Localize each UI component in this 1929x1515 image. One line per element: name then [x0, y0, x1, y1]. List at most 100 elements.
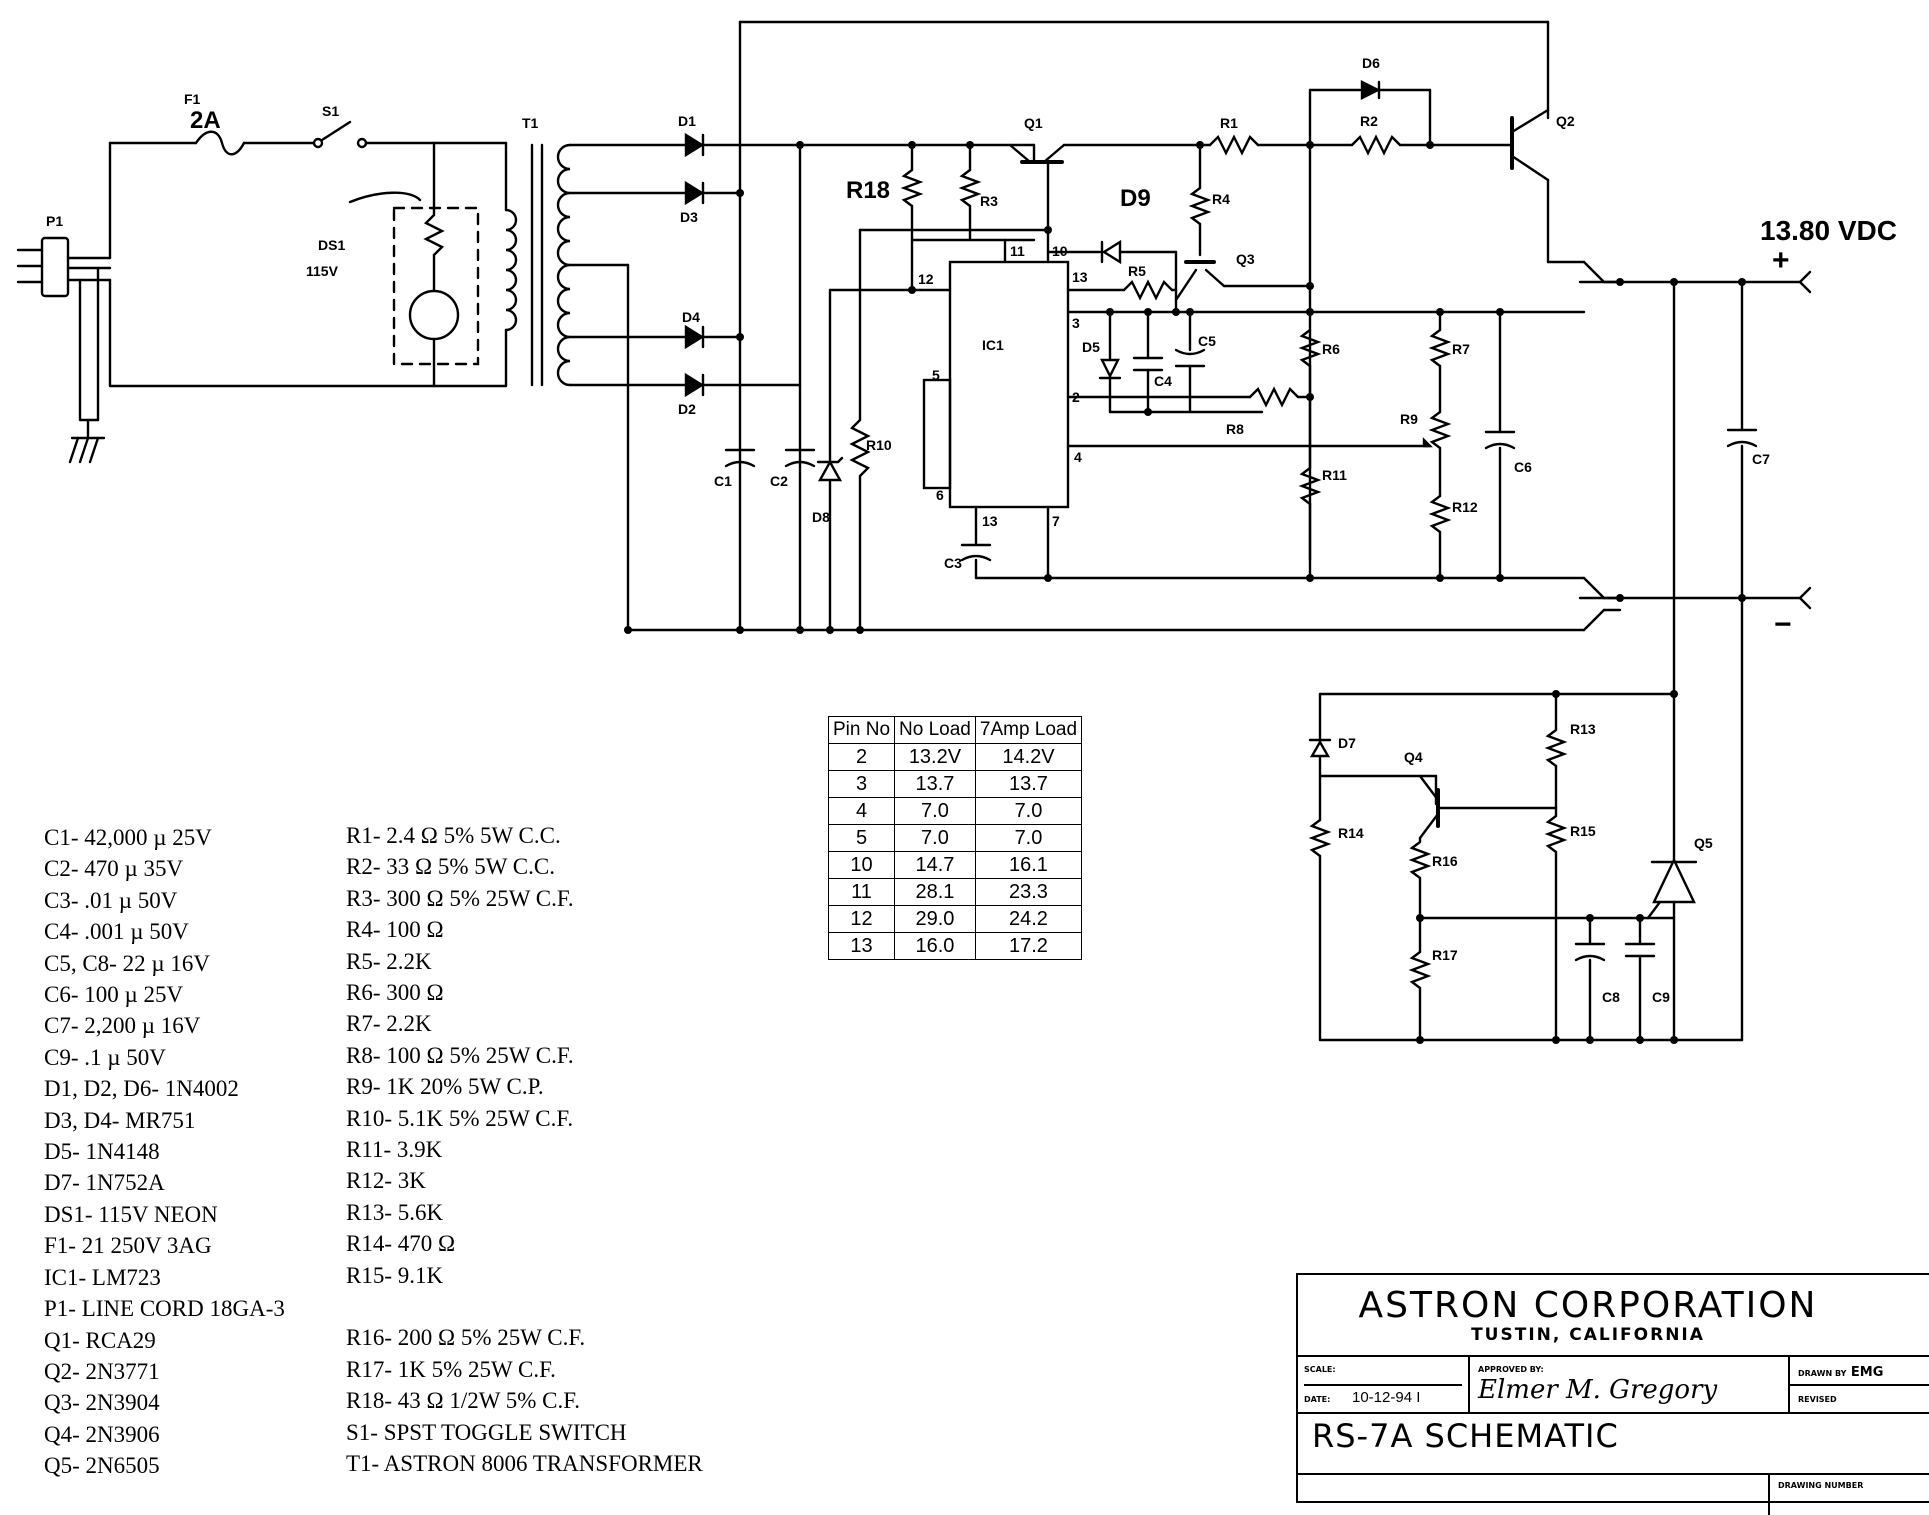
label-d3: D3: [680, 209, 698, 225]
label-c5: C5: [1198, 333, 1216, 349]
ic1-pin6: 6: [936, 487, 944, 503]
date-label: DATE:: [1304, 1395, 1331, 1404]
drawing-title: RS-7A SCHEMATIC: [1312, 1417, 1619, 1455]
label-q4: Q4: [1404, 749, 1423, 765]
label-r10: R10: [866, 437, 892, 453]
company-location: TUSTIN, CALIFORNIA: [1471, 1325, 1705, 1345]
company-name: ASTRON CORPORATION: [1358, 1285, 1818, 1326]
label-t1: T1: [522, 115, 539, 131]
label-d4: D4: [682, 309, 700, 325]
part-entry: D3, D4- MR751: [44, 1107, 196, 1133]
part-entry: R11- 3.9K: [346, 1137, 443, 1163]
part-entry: DS1- 115V NEON: [44, 1201, 218, 1227]
part-entry: R14- 470 Ω: [346, 1231, 456, 1257]
label-c2: C2: [770, 473, 788, 489]
part-entry: D5- 1N4148: [44, 1139, 160, 1165]
part-entry: Q4- 2N3906: [44, 1421, 160, 1447]
part-entry: R8- 100 Ω 5% 25W C.F.: [346, 1042, 574, 1068]
part-entry: C5, C8- 22 µ 16V: [44, 950, 210, 976]
ground-symbol: [68, 418, 106, 464]
table-cell: 12: [827, 905, 896, 933]
label-c8: C8: [1602, 989, 1620, 1005]
fuse-symbol: [194, 130, 246, 156]
part-entry: P1- LINE CORD 18GA-3: [44, 1296, 285, 1322]
neon-bracket: [348, 191, 422, 204]
table-cell: 13.7: [894, 770, 976, 798]
parts-list-right: R1- 2.4 Ω 5% 5W C.C. R2- 33 Ω 5% 5W C.C. R…: [346, 820, 703, 1480]
ic1-pin7: 7: [1052, 513, 1060, 529]
table-cell: 14.2V: [974, 743, 1083, 771]
part-entry: IC1- LM723: [44, 1264, 161, 1290]
label-r1: R1: [1220, 115, 1238, 131]
transformer-secondary: [556, 143, 572, 387]
label-c1: C1: [714, 473, 732, 489]
parts-list-left: C1- 42,000 µ 25V C2- 470 µ 35V C3- .01 µ 5…: [44, 822, 285, 1482]
part-entry: R2- 33 Ω 5% 5W C.C.: [346, 854, 555, 880]
label-ds1-voltage: 115V: [306, 263, 339, 279]
label-c9: C9: [1652, 989, 1670, 1005]
table-cell: 10: [827, 851, 896, 879]
diode-d2: [684, 372, 705, 398]
part-entry: R9- 1K 20% 5W C.P.: [346, 1074, 544, 1100]
part-entry: C7- 2,200 µ 16V: [44, 1013, 201, 1039]
part-entry: Q5- 2N6505: [44, 1453, 160, 1479]
label-q1: Q1: [1024, 115, 1043, 131]
label-r7: R7: [1452, 341, 1470, 357]
label-r13: R13: [1570, 721, 1596, 737]
part-entry: C1- 42,000 µ 25V: [44, 825, 212, 850]
label-r12: R12: [1452, 499, 1478, 515]
table-cell: 14.7: [894, 851, 976, 879]
diode-d1: [684, 132, 705, 158]
label-r5: R5: [1128, 263, 1146, 279]
label-c6: C6: [1514, 459, 1532, 475]
scr-q5: [1652, 857, 1696, 904]
part-entry: Q1- RCA29: [44, 1327, 156, 1353]
label-d6: D6: [1362, 55, 1380, 71]
label-r2: R2: [1360, 113, 1378, 129]
part-entry: D1, D2, D6- 1N4002: [44, 1076, 239, 1102]
label-q2: Q2: [1556, 113, 1575, 129]
part-entry: R1- 2.4 Ω 5% 5W C.C.: [346, 823, 561, 848]
part-entry: R4- 100 Ω: [346, 917, 444, 943]
label-p1: P1: [46, 213, 63, 229]
table-cell: 16.1: [974, 851, 1083, 879]
table-cell: 11: [827, 878, 896, 906]
part-entry: C2- 470 µ 35V: [44, 856, 184, 882]
part-entry: R3- 300 Ω 5% 25W C.F.: [346, 885, 574, 911]
label-r9: R9: [1400, 411, 1418, 427]
part-entry: C3- .01 µ 50V: [44, 887, 178, 913]
part-entry: R17- 1K 5% 25W C.F.: [346, 1356, 556, 1382]
diode-d4: [684, 324, 705, 350]
table-header: No Load: [894, 716, 976, 744]
ic1-pin12: 12: [918, 271, 934, 287]
ic1-pin13b: 13: [982, 513, 998, 529]
table-cell: 17.2: [974, 932, 1083, 960]
output-plus-sign: +: [1772, 244, 1790, 277]
part-entry: Q3- 2N3904: [44, 1390, 160, 1416]
drawing-number-label: DRAWING NUMBER: [1778, 1481, 1864, 1490]
scale-label: SCALE:: [1304, 1365, 1336, 1374]
part-entry: R7- 2.2K: [346, 1011, 432, 1037]
label-r17: R17: [1432, 947, 1458, 963]
label-q5: Q5: [1694, 835, 1713, 851]
label-r11: R11: [1322, 467, 1347, 483]
part-entry: C6- 100 µ 25V: [44, 982, 184, 1008]
table-cell: 13.2V: [894, 743, 976, 771]
part-entry: R10- 5.1K 5% 25W C.F.: [346, 1105, 574, 1131]
table-cell: 5: [827, 824, 896, 852]
label-r8: R8: [1226, 421, 1244, 437]
label-ic1: IC1: [982, 337, 1004, 353]
revised-label: REVISED: [1798, 1395, 1837, 1404]
part-entry: T1- ASTRON 8006 TRANSFORMER: [346, 1451, 703, 1477]
label-r4: R4: [1212, 191, 1230, 207]
label-c3: C3: [944, 555, 962, 571]
table-cell: 7.0: [894, 797, 976, 825]
label-r14: R14: [1338, 825, 1364, 841]
label-r16: R16: [1432, 853, 1458, 869]
ic1-lm723: [948, 260, 1070, 509]
label-r18: R18: [846, 177, 890, 204]
output-voltage-label: 13.80 VDC: [1760, 215, 1897, 246]
